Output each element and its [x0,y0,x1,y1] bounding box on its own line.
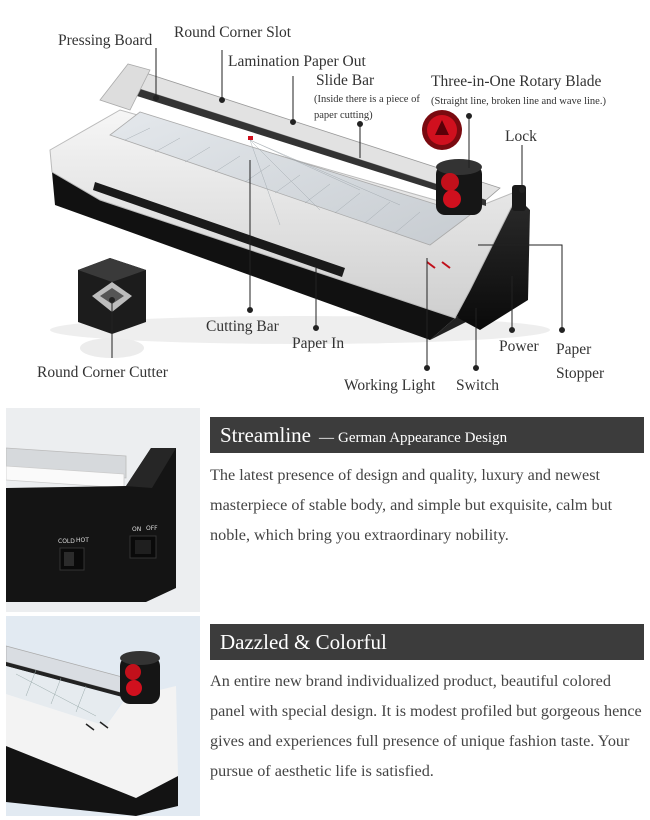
hot-label: HOT [76,537,89,544]
product-diagram: Pressing Board Round Corner Slot Laminat… [0,0,650,400]
section-subtitle: German Appearance Design [337,430,508,446]
section-dazzled: Dazzled & Colorful An entire new brand i… [0,614,650,820]
label-paper-stopper: Paper Stopper [556,341,605,382]
round-corner-cutter-image [78,258,146,358]
label-slide-bar-note: (Inside there is a piece of paper cuttin… [314,94,420,121]
blade-closeup [422,110,462,150]
label-slide-bar: Slide Bar [316,72,375,89]
laminator-illustration [49,48,565,371]
rotary-blade-unit [436,159,482,215]
label-pressing-board: Pressing Board [58,32,153,49]
section-title: Dazzled & Colorful [220,630,387,654]
label-cutting-bar: Cutting Bar [206,318,279,335]
label-round-corner-slot: Round Corner Slot [174,24,292,41]
label-round-corner-cutter: Round Corner Cutter [37,364,168,381]
section-streamline: COLD HOT ON OFF Streamline — German Appe… [0,406,650,612]
label-power: Power [499,338,539,355]
section-description: The latest presence of design and qualit… [210,466,613,544]
label-lock: Lock [505,128,537,145]
section-title: Streamline [220,423,311,447]
photo-side-panel: COLD HOT ON OFF [6,408,200,612]
section-description: An entire new brand individualized produ… [210,672,642,780]
label-lamination-paper-out: Lamination Paper Out [228,53,366,70]
photo-rotary-blade [6,616,200,816]
title-dash: — [318,430,334,446]
off-label: OFF [146,525,158,532]
label-rotary-blade: Three-in-One Rotary Blade [431,73,602,90]
on-label: ON [132,526,141,533]
label-rotary-blade-note: (Straight line, broken line and wave lin… [431,96,606,107]
label-paper-in: Paper In [292,335,345,352]
label-switch: Switch [456,377,500,394]
cold-label: COLD [58,538,75,545]
label-working-light: Working Light [344,377,436,394]
header-streamline: Streamline — German Appearance Design [210,417,644,453]
header-dazzled: Dazzled & Colorful [210,624,644,660]
